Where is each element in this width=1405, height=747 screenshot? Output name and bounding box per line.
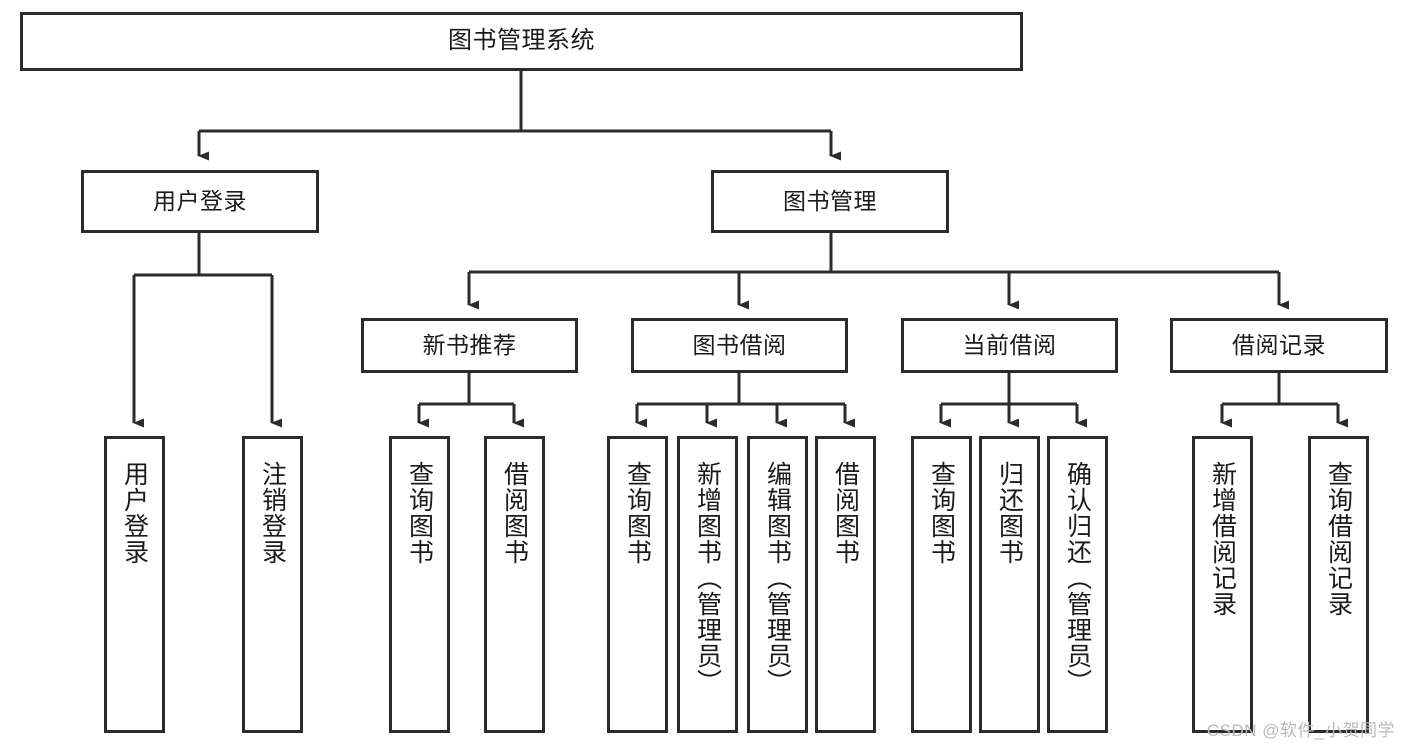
node-leaf-query-book-3-label: 查询图书 <box>927 461 956 565</box>
node-leaf-user-login-label: 用户登录 <box>120 461 149 565</box>
node-leaf-query-book-3[interactable]: 查询图书 <box>911 436 972 733</box>
node-user-login-label: 用户登录 <box>153 187 247 214</box>
node-leaf-query-book-2-label: 查询图书 <box>623 461 652 565</box>
node-leaf-logout-login-label: 注销登录 <box>258 461 287 565</box>
node-leaf-add-record[interactable]: 新增借阅记录 <box>1192 436 1253 733</box>
node-new-book-recommend[interactable]: 新书推荐 <box>361 318 578 373</box>
node-leaf-query-record-label: 查询借阅记录 <box>1324 461 1353 617</box>
node-leaf-return-book[interactable]: 归还图书 <box>979 436 1040 733</box>
node-leaf-confirm-return[interactable]: 确认归还（管理员） <box>1047 436 1108 733</box>
node-leaf-add-book[interactable]: 新增图书（管理员） <box>677 436 738 733</box>
node-borrow-record-label: 借阅记录 <box>1232 331 1326 358</box>
node-current-borrow[interactable]: 当前借阅 <box>901 318 1118 373</box>
node-root-label: 图书管理系统 <box>448 27 595 55</box>
node-book-manage-label: 图书管理 <box>783 187 877 214</box>
node-leaf-edit-book[interactable]: 编辑图书（管理员） <box>747 436 808 733</box>
node-book-borrow[interactable]: 图书借阅 <box>631 318 848 373</box>
node-leaf-add-book-label: 新增图书（管理员） <box>693 461 722 695</box>
node-leaf-add-record-label: 新增借阅记录 <box>1208 461 1237 617</box>
node-leaf-logout-login[interactable]: 注销登录 <box>242 436 303 733</box>
node-book-manage[interactable]: 图书管理 <box>711 170 949 233</box>
node-root[interactable]: 图书管理系统 <box>20 12 1023 71</box>
node-leaf-query-book-2[interactable]: 查询图书 <box>607 436 668 733</box>
node-user-login[interactable]: 用户登录 <box>81 170 319 233</box>
node-book-borrow-label: 图书借阅 <box>692 331 787 358</box>
node-leaf-borrow-book-2-label: 借阅图书 <box>831 461 860 565</box>
node-leaf-return-book-label: 归还图书 <box>995 461 1024 565</box>
node-leaf-query-book-1-label: 查询图书 <box>405 461 434 565</box>
node-current-borrow-label: 当前借阅 <box>962 331 1057 358</box>
node-leaf-user-login[interactable]: 用户登录 <box>104 436 165 733</box>
node-leaf-borrow-book-2[interactable]: 借阅图书 <box>815 436 876 733</box>
node-new-book-recommend-label: 新书推荐 <box>422 331 517 358</box>
node-leaf-confirm-return-label: 确认归还（管理员） <box>1063 461 1092 695</box>
node-leaf-query-record[interactable]: 查询借阅记录 <box>1308 436 1369 733</box>
node-leaf-borrow-book-1-label: 借阅图书 <box>500 461 529 565</box>
node-leaf-edit-book-label: 编辑图书（管理员） <box>763 461 792 695</box>
node-leaf-borrow-book-1[interactable]: 借阅图书 <box>484 436 545 733</box>
node-borrow-record[interactable]: 借阅记录 <box>1170 318 1388 373</box>
node-leaf-query-book-1[interactable]: 查询图书 <box>389 436 450 733</box>
